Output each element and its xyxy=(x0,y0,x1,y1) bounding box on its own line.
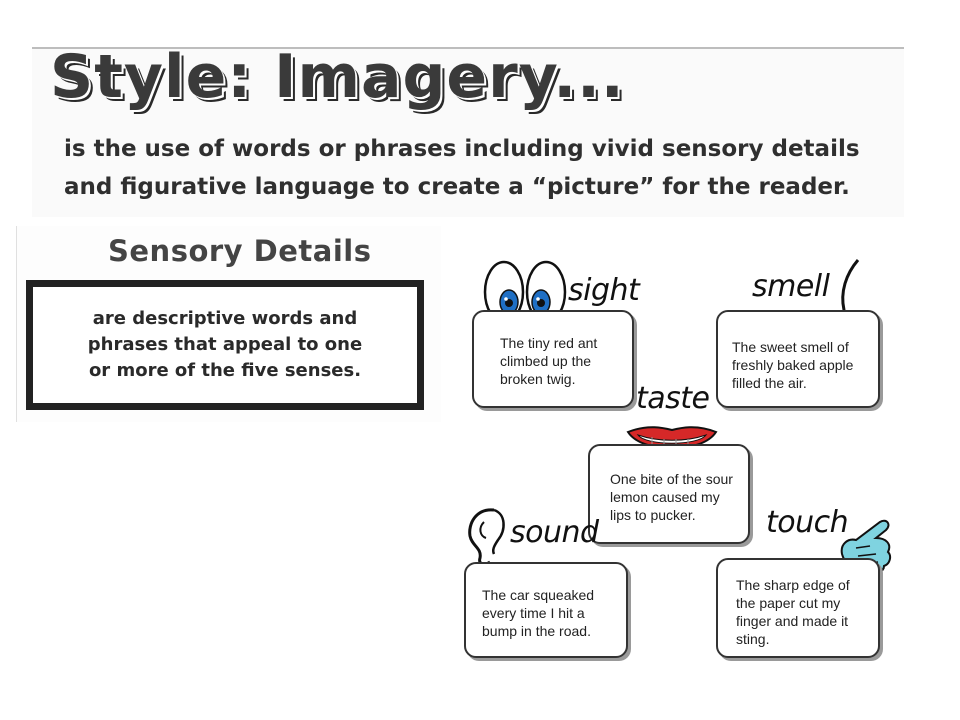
imagery-definition: is the use of words or phrases including… xyxy=(64,136,860,200)
header-panel xyxy=(32,49,904,217)
sight-example: The tiny red ant climbed up the broken t… xyxy=(500,335,598,387)
smell-box: The sweet smell of freshly baked apple f… xyxy=(716,310,880,408)
page-title: Style: Imagery... xyxy=(50,42,625,112)
sight-box: The tiny red ant climbed up the broken t… xyxy=(472,310,634,408)
touch-label: touch xyxy=(766,505,849,540)
taste-box: One bite of the sour lemon caused my lip… xyxy=(588,444,750,544)
sound-label: sound xyxy=(510,515,599,550)
sensory-details-box: are descriptive words and phrases that a… xyxy=(26,280,424,410)
lips-icon xyxy=(626,426,718,450)
sound-example: The car squeaked every time I hit a bump… xyxy=(482,587,595,639)
top-divider xyxy=(32,47,904,49)
sensory-details-title: Sensory Details xyxy=(108,234,372,268)
smell-label: smell xyxy=(752,269,830,304)
taste-label: taste xyxy=(636,381,710,416)
ear-icon xyxy=(468,508,505,566)
smell-example: The sweet smell of freshly baked apple f… xyxy=(732,339,854,391)
touch-example: The sharp edge of the paper cut my finge… xyxy=(736,577,850,647)
taste-example: One bite of the sour lemon caused my lip… xyxy=(610,471,733,523)
touch-box: The sharp edge of the paper cut my finge… xyxy=(716,558,880,658)
sensory-details-definition: are descriptive words and phrases that a… xyxy=(87,308,363,381)
sound-box: The car squeaked every time I hit a bump… xyxy=(464,562,628,658)
sight-label: sight xyxy=(568,273,640,308)
